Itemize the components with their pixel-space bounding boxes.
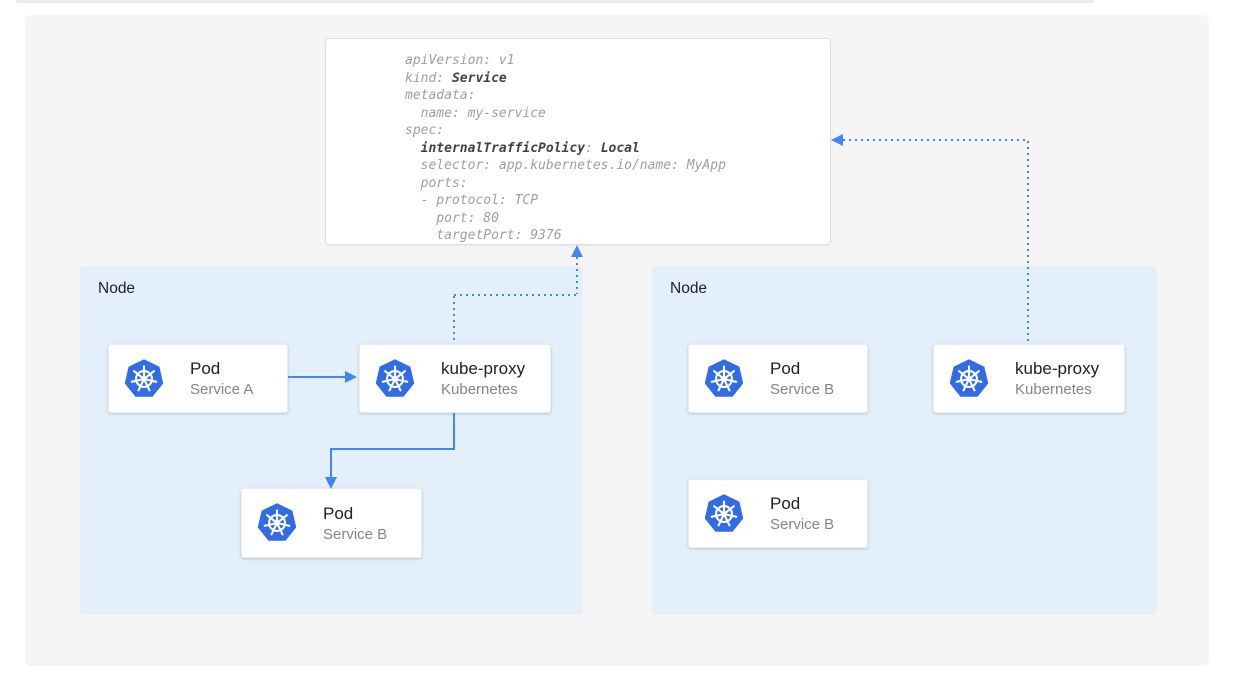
yaml-code-line: port: 80: [405, 210, 499, 226]
card-text: Pod Service B: [770, 494, 834, 533]
arrow-segment: [330, 450, 332, 477]
card-pod-service-b-node-2-top: Pod Service B: [688, 344, 868, 413]
card-text: Pod Service B: [770, 359, 834, 398]
arrow-segment: [288, 376, 345, 378]
arrowhead-down-icon: [325, 477, 337, 489]
arrowhead-up-icon: [571, 245, 583, 257]
yaml-code-line: internalTrafficPolicy: Local: [420, 140, 640, 156]
card-kube-proxy-node-2: kube-proxy Kubernetes: [933, 344, 1125, 413]
kubernetes-icon: [374, 357, 416, 398]
card-text: Pod Service B: [323, 504, 387, 543]
arrow-segment: [576, 257, 578, 294]
arrow-segment: [454, 294, 578, 296]
yaml-code-line: name: my-service: [405, 105, 546, 121]
yaml-code-line: targetPort: 9376: [405, 228, 562, 243]
node-2-label: Node: [670, 280, 708, 297]
diagram-canvas: apiVersion: v1 kind: Service metadata: nam…: [25, 15, 1209, 666]
node-1-label: Node: [98, 280, 136, 297]
card-text: kube-proxy Kubernetes: [1015, 359, 1099, 398]
card-subtitle: Kubernetes: [1015, 381, 1092, 398]
service-yaml-card: apiVersion: v1 kind: Service metadata: nam…: [325, 38, 831, 245]
card-subtitle: Service A: [190, 381, 254, 398]
card-text: Pod Service A: [190, 359, 253, 398]
card-subtitle: Kubernetes: [441, 381, 518, 398]
arrow-segment: [453, 413, 455, 449]
yaml-code-line: - protocol: TCP: [405, 193, 539, 208]
yaml-code-line: apiVersion: v1: [405, 53, 515, 68]
card-title: Pod: [770, 359, 801, 378]
kubernetes-icon: [123, 357, 165, 398]
yaml-code-line: spec:: [405, 123, 445, 138]
card-subtitle: Service B: [770, 516, 835, 533]
kubernetes-icon: [948, 357, 990, 398]
arrowhead-right-icon: [345, 371, 357, 383]
kubernetes-icon: [256, 502, 298, 542]
card-title: Pod: [323, 503, 354, 523]
arrow-segment: [1027, 141, 1029, 344]
card-title: Pod: [190, 359, 221, 378]
yaml-code-line: ports:: [405, 175, 468, 191]
node-2: Node Pod Service B kube-proxy Kubernetes: [652, 266, 1157, 615]
top-divider: [16, 0, 1094, 3]
kubernetes-icon: [703, 492, 745, 533]
card-pod-service-b-node-2-bottom: Pod Service B: [688, 479, 868, 548]
card-text: kube-proxy Kubernetes: [441, 359, 525, 398]
card-kube-proxy-node-1: kube-proxy Kubernetes: [359, 344, 551, 413]
arrow-segment: [330, 448, 455, 450]
arrow-segment: [843, 139, 1029, 141]
card-pod-service-a: Pod Service A: [108, 344, 288, 413]
card-subtitle: Service B: [770, 381, 835, 398]
arrow-segment: [453, 296, 455, 344]
kubernetes-icon: [703, 357, 745, 398]
card-title: Pod: [770, 494, 801, 513]
card-pod-service-b-node-1: Pod Service B: [241, 488, 422, 558]
yaml-code-line: kind: Service: [405, 70, 507, 86]
yaml-code-line: selector: app.kubernetes.io/name: MyApp: [405, 158, 726, 173]
arrowhead-left-icon: [831, 134, 843, 146]
node-1: Node Pod Service A kube-proxy Kubernetes: [80, 266, 583, 615]
card-title: kube-proxy: [1015, 359, 1100, 378]
card-title: kube-proxy: [441, 359, 526, 378]
yaml-code-line: metadata:: [405, 88, 476, 103]
card-subtitle: Service B: [323, 525, 388, 543]
yaml-code: apiVersion: v1 kind: Service metadata: nam…: [405, 52, 830, 245]
